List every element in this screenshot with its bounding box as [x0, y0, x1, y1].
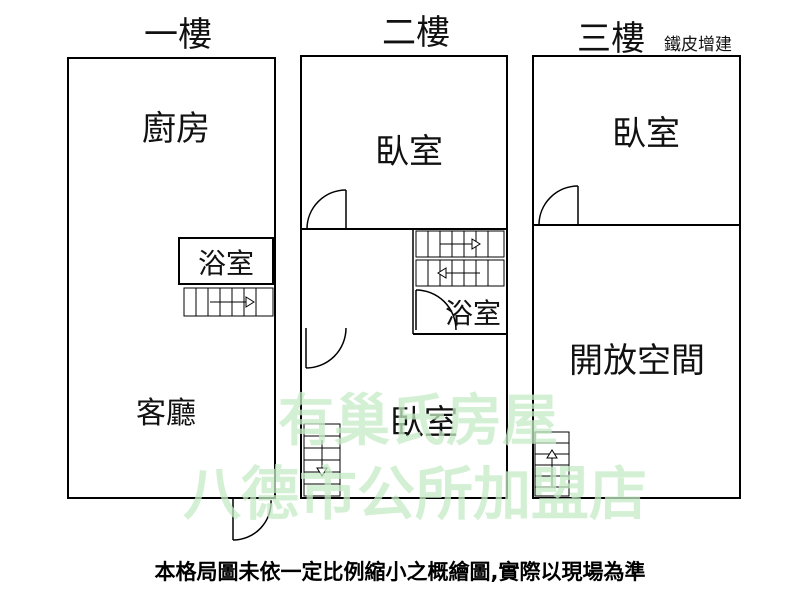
room-label-floor3-bedroom: 臥室	[612, 114, 680, 154]
room-label-floor1-bathroom: 浴室	[198, 247, 254, 280]
room-label-floor2-bedroom: 臥室	[375, 132, 443, 172]
floor-1-plan	[67, 57, 276, 541]
room-label-kitchen: 廚房	[142, 109, 210, 149]
floor-3-title: 三樓	[577, 19, 645, 59]
floor-2-stairs	[415, 230, 505, 287]
floor-1-stairs	[183, 287, 274, 317]
floor-3-plan	[532, 55, 741, 499]
floor-2-title: 二樓	[382, 13, 450, 53]
floor-1-door	[232, 498, 272, 541]
watermark-line-2: 八德市公所加盟店	[183, 460, 647, 528]
watermark-line-1: 有巢氏房屋	[278, 389, 558, 454]
floor-1-outline	[67, 57, 276, 499]
floor-2-lower-stairs	[303, 423, 341, 497]
floor-1-bathroom-box	[178, 237, 274, 285]
floor-3-subtitle: 鐵皮增建	[664, 35, 732, 55]
floor-2-bedroom-door	[306, 189, 347, 230]
room-label-floor2-rear-bedroom: 臥室	[390, 403, 458, 443]
room-label-open-space: 開放空間	[569, 341, 705, 381]
room-label-floor2-bathroom: 浴室	[445, 297, 501, 330]
floor-1-title: 一樓	[144, 15, 212, 55]
room-label-living-room: 客廳	[136, 396, 196, 431]
floor-2-outline	[300, 55, 508, 499]
floor-3-bedroom-door	[538, 185, 579, 226]
floor-3-outline	[532, 55, 741, 499]
floor-3-stairs	[534, 431, 570, 497]
floor-2-rear-door	[305, 327, 347, 369]
disclaimer-note: 本格局圖未依一定比例縮小之概繪圖,實際以現場為準	[154, 560, 646, 584]
floor-2-bathroom-door	[415, 289, 457, 331]
floor-2-plan	[300, 55, 508, 499]
